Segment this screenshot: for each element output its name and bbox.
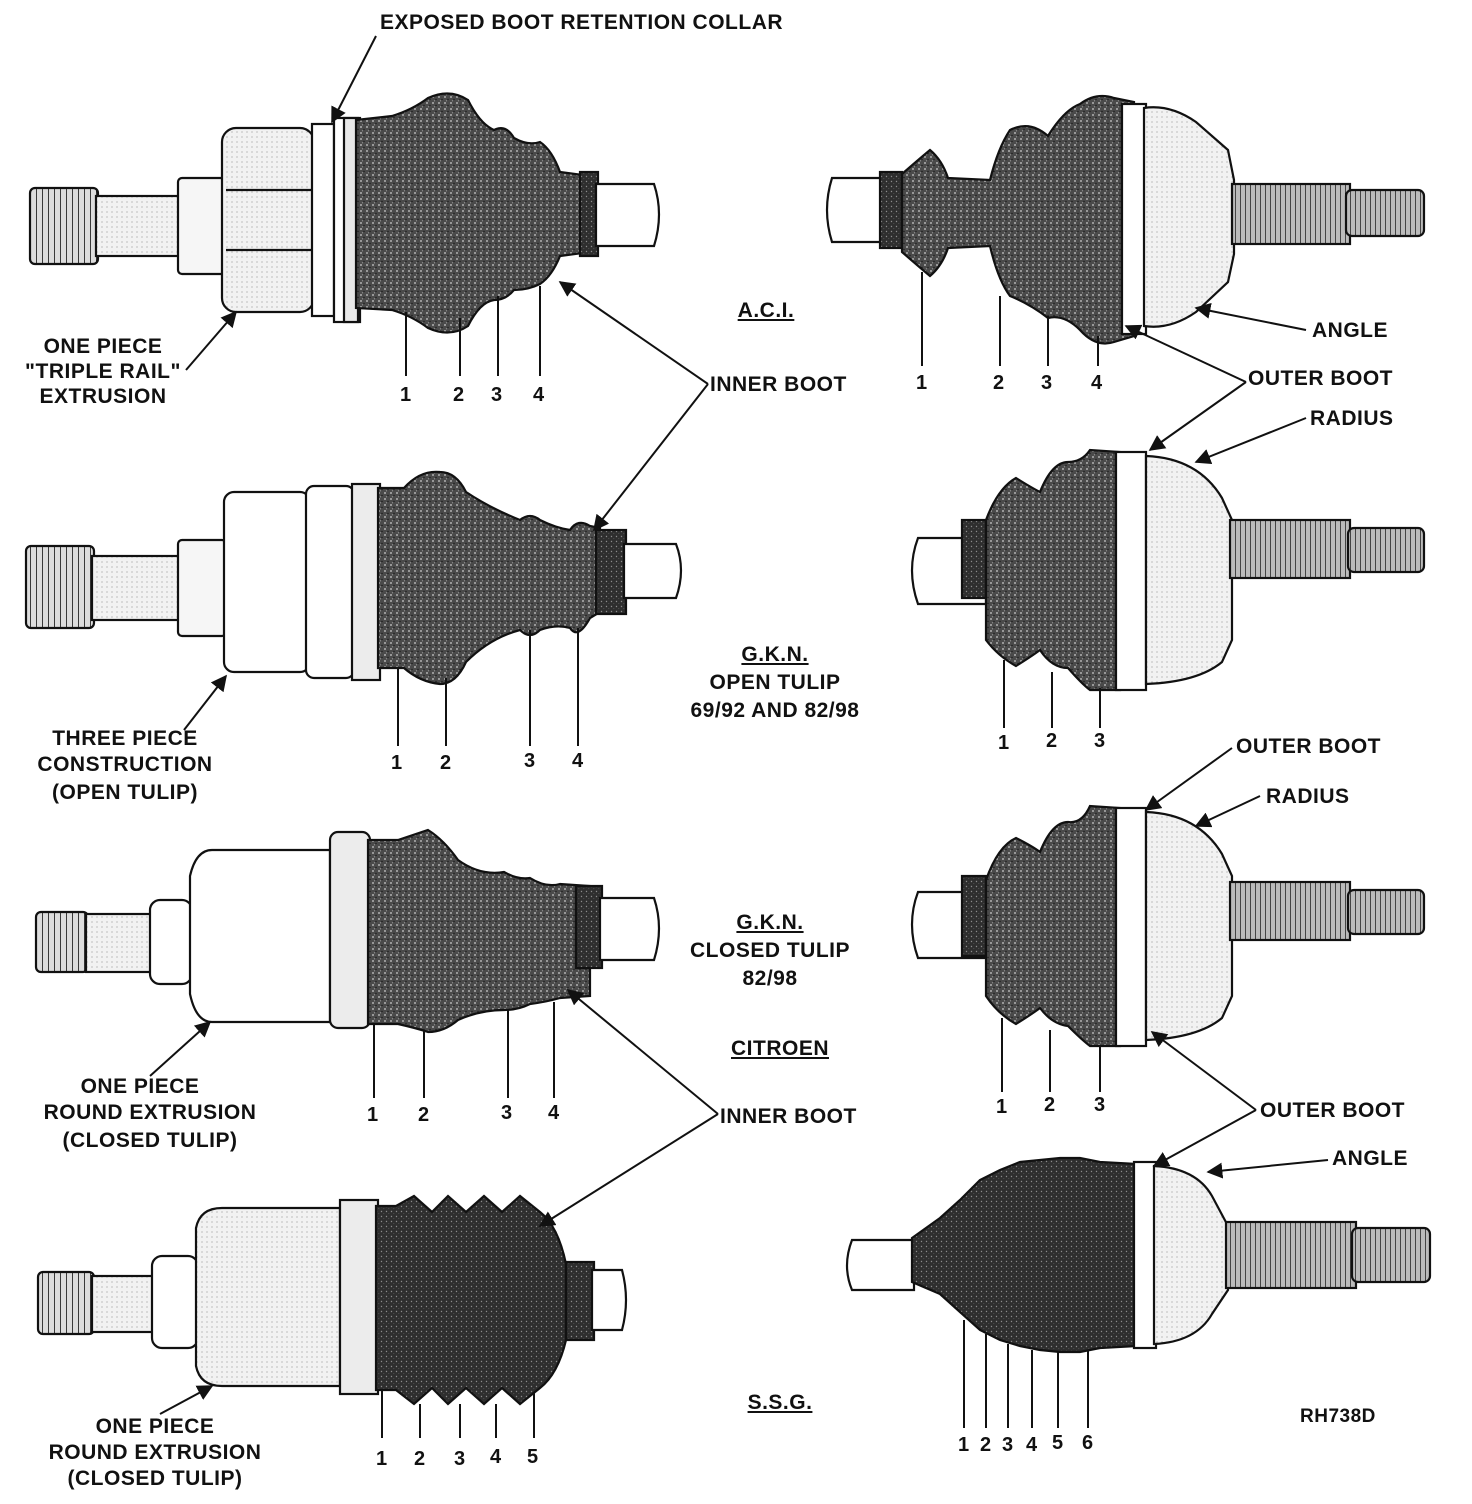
aci-inner-num-4: 4 — [533, 384, 545, 406]
gkn-closed-outer-joint — [910, 804, 1426, 1048]
gkn-closed-inner-num-4: 4 — [548, 1102, 560, 1124]
gkn-open-outer-num-3: 3 — [1094, 730, 1106, 752]
aci-outer-joint — [825, 94, 1426, 345]
gkn-closed-inner-joint — [34, 828, 661, 1034]
aci-housing-label-1: ONE PIECE — [43, 335, 163, 358]
ssg-inner-num-5: 5 — [527, 1446, 539, 1468]
gkn-open-inner-num-4: 4 — [572, 750, 584, 772]
gkn-open-housing-label-3: (OPEN TULIP) — [52, 781, 198, 804]
gkn-open-inner-num-1: 1 — [391, 752, 403, 774]
gkn-closed-housing-label-3: (CLOSED TULIP) — [62, 1129, 238, 1152]
outer-boot-arrow-a — [1124, 324, 1247, 383]
outer-boot-label-2: OUTER BOOT — [1236, 735, 1381, 758]
section-aci: A.C.I. — [737, 299, 795, 322]
ssg-outer-num-5: 5 — [1052, 1432, 1064, 1454]
section-gkn-closed-line3: 82/98 — [742, 967, 798, 990]
aci-outer-num-3: 3 — [1041, 372, 1053, 394]
gkn-open-inner-num-2: 2 — [440, 752, 452, 774]
radius-arrow-1 — [1194, 417, 1307, 465]
radius-label-1: RADIUS — [1310, 407, 1394, 430]
gkn-closed-housing-arrow — [149, 1020, 212, 1077]
convolution-ticks — [373, 272, 1101, 1438]
radius-arrow-2 — [1194, 795, 1261, 828]
ssg-outer-num-6: 6 — [1082, 1432, 1094, 1454]
inner-boot-arrow-d — [538, 1113, 719, 1227]
ssg-housing-label-1: ONE PIECE — [95, 1415, 215, 1438]
inner-boot-arrow-c — [566, 988, 719, 1115]
ssg-housing-label-2: ROUND EXTRUSION — [48, 1441, 262, 1464]
leader-lines — [149, 35, 1329, 1415]
section-gkn-open-line3: 69/92 AND 82/98 — [690, 699, 860, 722]
exposed-collar-label: EXPOSED BOOT RETENTION COLLAR — [380, 11, 784, 34]
gkn-closed-outer-num-1: 1 — [996, 1096, 1008, 1118]
aci-housing-arrow — [185, 310, 238, 371]
outer-boot-arrow-e — [1152, 1109, 1257, 1167]
aci-inner-num-1: 1 — [400, 384, 412, 406]
gkn-open-outer-num-2: 2 — [1046, 730, 1058, 752]
aci-housing-label-2: "TRIPLE RAIL" — [25, 360, 181, 383]
gkn-closed-inner-num-1: 1 — [367, 1104, 379, 1126]
aci-outer-num-1: 1 — [916, 372, 928, 394]
figure-code: RH738D — [1300, 1406, 1376, 1427]
inner-boot-label-bottom: INNER BOOT — [720, 1105, 857, 1128]
gkn-open-housing-arrow — [183, 674, 227, 731]
angle-label-bottom: ANGLE — [1332, 1147, 1408, 1170]
collar-arrow — [331, 35, 377, 124]
angle-arrow-top — [1194, 302, 1307, 331]
ssg-inner-num-4: 4 — [490, 1446, 502, 1468]
aci-outer-num-4: 4 — [1091, 372, 1103, 394]
ssg-outer-num-3: 3 — [1002, 1434, 1014, 1456]
aci-inner-joint — [28, 92, 661, 334]
outer-boot-arrow-d — [1150, 1031, 1257, 1111]
outer-boot-arrow-c — [1144, 747, 1233, 811]
ssg-outer-num-4: 4 — [1026, 1434, 1038, 1456]
aci-inner-num-3: 3 — [491, 384, 503, 406]
section-gkn-open-line2: OPEN TULIP — [709, 671, 841, 694]
ssg-outer-num-2: 2 — [980, 1434, 992, 1456]
gkn-closed-outer-num-2: 2 — [1044, 1094, 1056, 1116]
angle-arrow-bottom — [1206, 1159, 1329, 1179]
radius-label-2: RADIUS — [1266, 785, 1350, 808]
section-gkn-closed-line2: CLOSED TULIP — [690, 939, 851, 962]
gkn-open-housing-label-1: THREE PIECE — [52, 727, 198, 750]
gkn-closed-inner-num-3: 3 — [501, 1102, 513, 1124]
gkn-closed-housing-label-2: ROUND EXTRUSION — [43, 1101, 257, 1124]
outer-boot-label-3: OUTER BOOT — [1260, 1099, 1405, 1122]
aci-inner-num-2: 2 — [453, 384, 465, 406]
ssg-inner-num-2: 2 — [414, 1448, 426, 1470]
ssg-inner-num-1: 1 — [376, 1448, 388, 1470]
angle-label-top: ANGLE — [1312, 319, 1388, 342]
gkn-open-outer-num-1: 1 — [998, 732, 1010, 754]
gkn-closed-outer-num-3: 3 — [1094, 1094, 1106, 1116]
ssg-inner-joint — [36, 1194, 628, 1406]
section-gkn-open-title: G.K.N. — [741, 643, 809, 666]
gkn-open-inner-num-3: 3 — [524, 750, 536, 772]
section-ssg: S.S.G. — [747, 1391, 813, 1414]
gkn-open-inner-joint — [24, 470, 683, 686]
outer-boot-label-1: OUTER BOOT — [1248, 367, 1393, 390]
section-gkn-closed-title: G.K.N. — [736, 911, 804, 934]
ssg-outer-num-1: 1 — [958, 1434, 970, 1456]
gkn-closed-inner-num-2: 2 — [418, 1104, 430, 1126]
gkn-closed-housing-label-1: ONE PIECE — [80, 1075, 200, 1098]
ssg-housing-arrow — [159, 1385, 214, 1415]
ssg-outer-joint — [845, 1156, 1432, 1354]
ssg-inner-num-3: 3 — [454, 1448, 466, 1470]
section-citroen: CITROEN — [731, 1037, 829, 1060]
aci-housing-label-3: EXTRUSION — [39, 385, 167, 408]
inner-boot-arrow-b — [593, 383, 709, 532]
ssg-housing-label-3: (CLOSED TULIP) — [67, 1467, 243, 1490]
outer-boot-arrow-b — [1148, 381, 1247, 451]
gkn-open-housing-label-2: CONSTRUCTION — [37, 753, 213, 776]
inner-boot-arrow-a — [558, 281, 709, 385]
gkn-open-outer-joint — [910, 448, 1426, 692]
aci-outer-num-2: 2 — [993, 372, 1005, 394]
inner-boot-label-top: INNER BOOT — [710, 373, 847, 396]
